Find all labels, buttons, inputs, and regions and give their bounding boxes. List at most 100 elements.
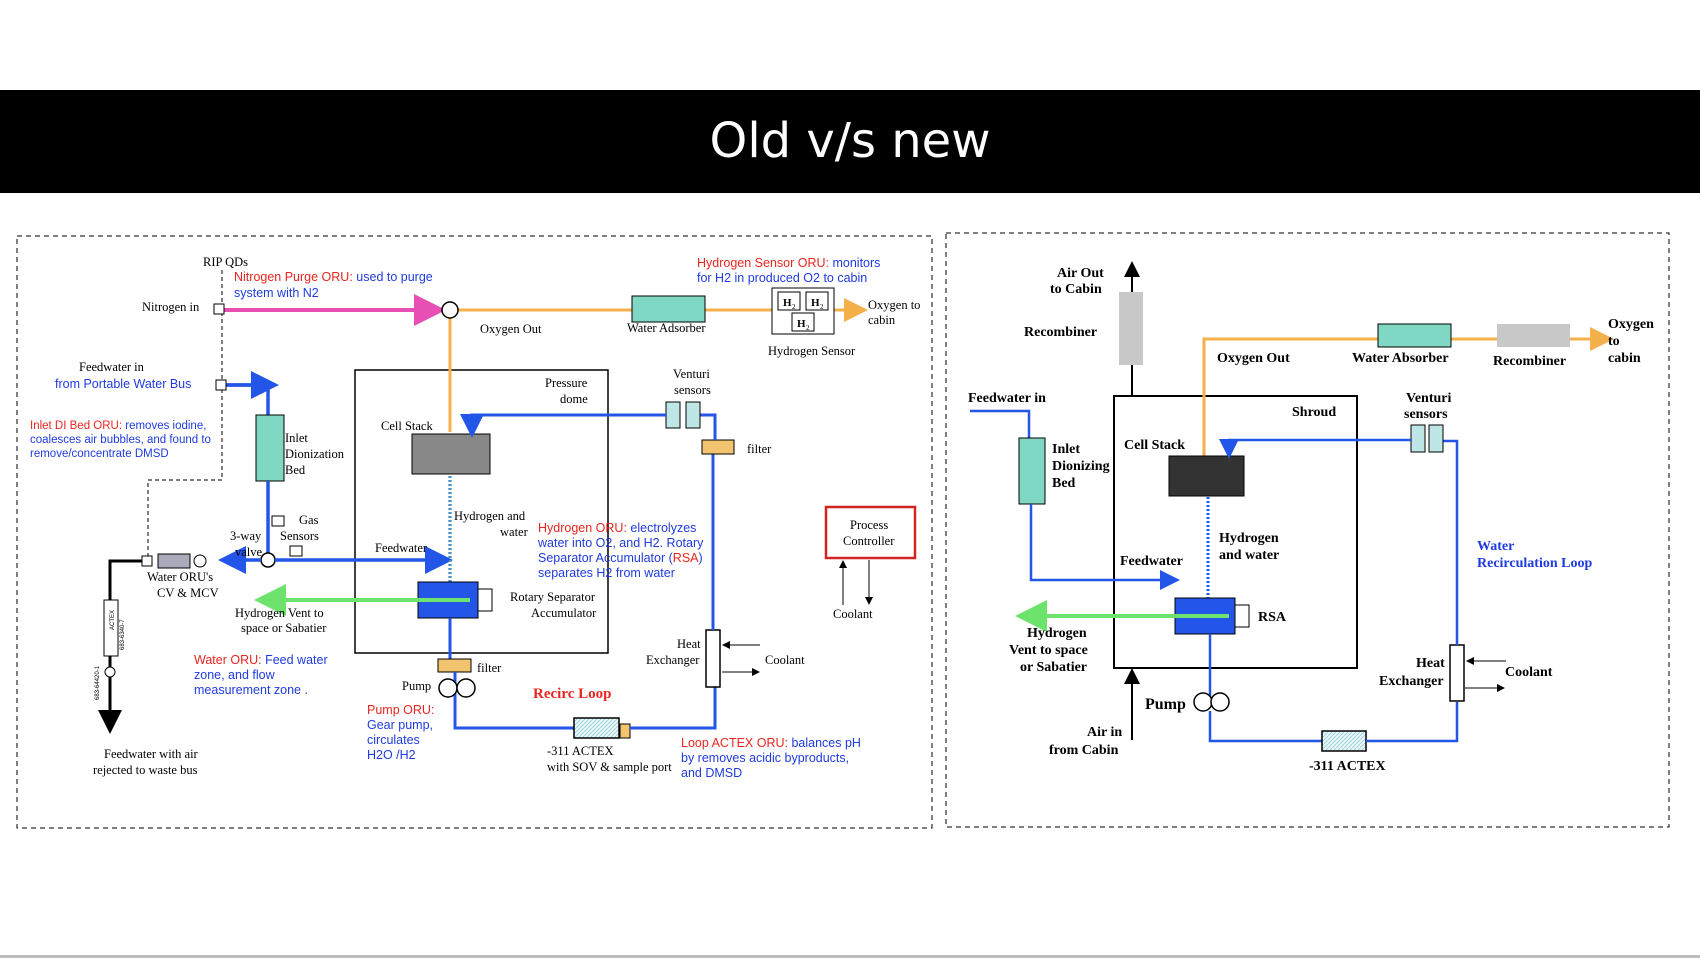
air-out-1: Air Out (1057, 266, 1104, 281)
old-venturi-b (685, 401, 701, 429)
new-oxygen-3: cabin (1608, 351, 1641, 366)
three-way-1: 3-way (230, 529, 262, 543)
new-recombiner-left-label: Recombiner (1024, 325, 1097, 340)
new-oxygen-2: to (1608, 334, 1620, 349)
new-heat-exchanger (1449, 644, 1465, 702)
new-venturi-1: Venturi (1406, 391, 1451, 406)
old-heat-exchanger-1: Heat (677, 637, 701, 651)
actex-vertical-label: ACTEX (110, 610, 116, 630)
water-oru-annotation-2: zone, and flow (194, 668, 276, 682)
gas-sensor-1 (271, 515, 285, 527)
process-controller-2: Controller (843, 534, 895, 548)
old-venturi-2: sensors (674, 383, 711, 397)
hydrogen-sensor-annotation-2: for H2 in produced O2 to cabin (697, 271, 867, 285)
old-inlet-3: Bed (285, 463, 306, 477)
recirc-return-line (460, 413, 666, 438)
new-rsa-motor (1234, 604, 1250, 628)
new-hydrogen-vent-3: or Sabatier (1020, 660, 1087, 675)
hydrogen-oru-annotation-3: Separator Accumulator (RSA) (538, 551, 703, 565)
rip-qd-line (147, 270, 223, 560)
new-water-absorber (1377, 323, 1452, 348)
new-recombiner-right (1497, 324, 1570, 347)
new-venturi-a (1410, 424, 1426, 453)
feedwater-connector (215, 379, 227, 391)
new-water-absorber-label: Water Absorber (1352, 351, 1449, 366)
old-filter-bottom-label: filter (477, 661, 502, 675)
new-recombiner-right-label: Recombiner (1493, 354, 1566, 369)
new-actex-label: -311 ACTEX (1309, 759, 1386, 774)
hydrogen-sensor: H 2 H 2 H 2 (771, 287, 835, 335)
new-feedwater-label: Feedwater (1120, 554, 1183, 569)
part-no-1: 683-64420-1 (95, 665, 101, 700)
old-heat-exchanger-2: Exchanger (646, 653, 700, 667)
pump-oru-desc-2: circulates (367, 733, 420, 747)
slide-bottom-border (0, 955, 1700, 958)
new-inlet-1: Inlet (1052, 442, 1080, 457)
old-heat-exchanger (705, 629, 721, 688)
new-cell-stack (1168, 455, 1245, 497)
old-oxygen-out-label: Oxygen Out (480, 322, 542, 336)
svg-text:2: 2 (806, 324, 810, 332)
old-rsa-motor (477, 588, 493, 612)
old-feedwater-label: Feedwater (375, 541, 428, 555)
new-recirc-return (1219, 438, 1411, 459)
waste-label-1: Feedwater with air (104, 747, 199, 761)
gas-sensors-1: Gas (299, 513, 319, 527)
old-filter-top-label: filter (747, 442, 772, 456)
waste-valve (104, 666, 116, 678)
feedwater-inlet-line (222, 383, 270, 415)
inlet-di-annotation-2: coalesces air bubbles, and found to (30, 434, 211, 446)
process-controller (824, 505, 917, 560)
from-portable-water-bus: from Portable Water Bus (55, 377, 191, 391)
new-oxygen-out-label: Oxygen Out (1217, 351, 1290, 366)
waste-label-2: rejected to waste bus (93, 763, 198, 777)
old-pump-label: Pump (402, 679, 431, 693)
inlet-di-annotation-3: remove/concentrate DMSD (30, 448, 169, 460)
water-recirc-1: Water (1477, 539, 1514, 554)
old-filter-top (701, 439, 735, 455)
new-oxygen-1: Oxygen (1608, 317, 1654, 332)
water-oru-annotation-3: measurement zone . (194, 683, 308, 697)
old-pump-a (438, 678, 458, 698)
old-filter-bottom (437, 658, 472, 673)
hydrogen-oru-annotation-2: water into O2, and H2. Rotary (537, 536, 704, 550)
old-venturi-a (665, 401, 681, 429)
loop-actex-annotation-3: and DMSD (681, 766, 742, 780)
new-venturi-2: sensors (1404, 407, 1448, 422)
pressure-dome-box (354, 369, 609, 654)
old-hydrogen-water-2: water (500, 525, 529, 539)
coolant-hx-label: Coolant (765, 653, 805, 667)
three-way-valve (260, 552, 276, 568)
actex-label-1: -311 ACTEX (547, 744, 614, 758)
old-hydrogen-water-1: Hydrogen and (454, 509, 526, 523)
old-actex (573, 717, 620, 739)
shroud-label: Shroud (1292, 405, 1336, 420)
nitrogen-connector (213, 303, 225, 315)
hydrogen-oru-annotation-4: separates H2 from water (538, 566, 675, 580)
water-oru-mcv (193, 554, 207, 568)
new-inlet-bed (1018, 437, 1046, 505)
oxygen-to-cabin-2: cabin (868, 313, 896, 327)
water-adsorber-label: Water Adsorber (627, 321, 706, 335)
oxygen-to-cabin-1: Oxygen to (868, 298, 920, 312)
new-oxygen-line (1202, 337, 1606, 462)
shroud-box (1113, 395, 1358, 669)
new-pump-label: Pump (1145, 696, 1186, 713)
svg-text:2: 2 (820, 303, 824, 311)
hydrogen-sensor-annotation: Hydrogen Sensor ORU: monitors (697, 256, 880, 270)
new-hydrogen-vent-1: Hydrogen (1027, 626, 1087, 641)
new-pump-b (1210, 692, 1230, 712)
rotary-sep-1: Rotary Separator (510, 590, 596, 604)
three-way-2: valve (235, 545, 263, 559)
gas-sensors-2: Sensors (280, 529, 319, 543)
svg-text:H: H (783, 297, 792, 309)
air-out-2: to Cabin (1050, 282, 1102, 297)
nitrogen-purge-annotation: Nitrogen Purge ORU: used to purge (234, 270, 433, 284)
pump-oru-desc-1: Gear pump, (367, 718, 433, 732)
inlet-di-bed (255, 414, 285, 482)
new-pump-a (1193, 692, 1213, 712)
part-no-2: 683-6340-7 (120, 619, 126, 650)
hydrogen-oru-annotation: Hydrogen ORU: electrolyzes (538, 521, 696, 535)
new-hydrogen-vent-2: Vent to space (1009, 643, 1088, 658)
water-adsorber (631, 295, 706, 323)
